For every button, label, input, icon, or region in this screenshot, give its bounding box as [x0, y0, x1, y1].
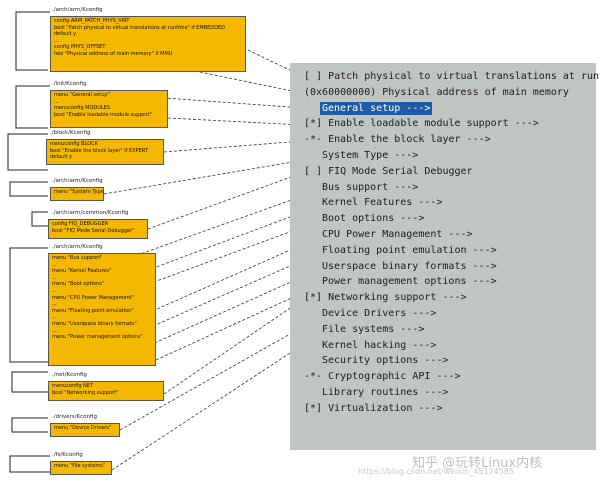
snippet-line: ...	[54, 98, 59, 105]
snippet-line: menu "Userspace binary formats"	[52, 320, 137, 327]
snippet-line: config PHYS_OFFSET	[54, 44, 106, 51]
snippet-line: menuconfig NET	[52, 383, 94, 389]
file-path: ./arch/arm/Kconfig	[52, 7, 103, 13]
watermark: 知乎 @玩转Linux内核	[412, 452, 542, 471]
menu-item[interactable]: -*- Cryptographic API --->	[304, 371, 461, 383]
snippet-line: ...	[52, 327, 57, 334]
menu-item[interactable]: Device Drivers --->	[322, 308, 437, 319]
arrow-kernel-features	[123, 204, 323, 280]
menu-item[interactable]: CPU Power Management --->	[322, 229, 473, 240]
arrow-block	[163, 138, 303, 153]
menu-item[interactable]: Library routines --->	[322, 387, 449, 398]
snippet-line: hex "Physical address of main memory" if…	[54, 50, 173, 57]
menu-item[interactable]: -*- Enable the block layer --->	[304, 134, 491, 146]
kconfig-snippet: menuconfig BLOCK bool "Enable the block …	[46, 139, 164, 165]
bracket-line-init	[15, 85, 50, 129]
menu-item[interactable]: [*] Enable loadable module support --->	[304, 118, 539, 130]
menu-item[interactable]: Bus support --->	[322, 181, 419, 193]
snippet-line: menu "General setup"	[54, 92, 110, 98]
snippet-line: bool "Networking support"	[52, 389, 119, 396]
watermark-url: https://blog.csdn.net/weixin_45124585	[358, 467, 515, 476]
menu-item[interactable]: Floating point emulation --->	[322, 244, 497, 256]
snippet-line: menu "CPU Power Management"	[52, 294, 134, 301]
kconfig-snippet: menu "Device Drivers"	[50, 423, 120, 437]
file-path: ./init/Kconfig	[52, 81, 87, 87]
snippet-line: menu "System Type"	[54, 189, 104, 195]
bracket-line-block	[7, 133, 48, 171]
snippet-line: menu "File systems"	[54, 463, 106, 469]
arrow-device-drivers	[119, 315, 323, 431]
menuconfig-panel	[290, 63, 596, 450]
menu-item[interactable]: Kernel Features --->	[322, 197, 443, 209]
menu-item[interactable]: Userspace binary formats --->	[322, 260, 497, 272]
snippet-line: bool "Enable the block layer" if EXPERT	[50, 147, 148, 154]
menu-item[interactable]: [*] Virtualization --->	[304, 402, 443, 414]
snippet-line: bool "FIQ Mode Serial Debugger"	[52, 227, 135, 234]
snippet-line: default y	[50, 154, 73, 161]
arrow-networking	[163, 299, 303, 395]
file-path: ./arch/arm/Kconfig	[52, 178, 103, 184]
file-path: ./drivers/Kconfig	[52, 414, 97, 420]
menu-item[interactable]: Boot options --->	[322, 213, 425, 225]
kconfig-snippet: menu "System Type"	[50, 187, 104, 201]
arrow-system-type	[103, 155, 323, 195]
snippet-line: menuconfig MODULES	[54, 105, 111, 112]
snippet-line: ...	[52, 301, 57, 308]
snippet-line: menuconfig BLOCK	[50, 141, 98, 147]
snippet-line: ...	[52, 314, 57, 321]
menu-item[interactable]: General setup --->	[320, 101, 433, 115]
arrow-file-systems	[111, 331, 323, 471]
bracket-line-net	[11, 371, 48, 393]
snippet-line: ...	[54, 37, 59, 44]
menu-item[interactable]: [*] Networking support --->	[304, 292, 467, 304]
menu-item[interactable]: Security options --->	[322, 355, 449, 367]
snippet-line: menu "Kernel Features"	[52, 268, 112, 275]
snippet-line: config FIQ_DEBUGGER	[52, 221, 109, 227]
snippet-line: bool "Enable loadable module support"	[54, 111, 152, 118]
kconfig-snippet: config FIQ_DEBUGGER bool "FIQ Mode Seria…	[48, 219, 148, 239]
arrow-cpu-pm	[147, 235, 323, 314]
menu-item[interactable]: [ ] Patch physical to virtual translatio…	[304, 71, 600, 82]
bracket-line-arch-top	[15, 11, 50, 71]
menu-item[interactable]: (0x60000000) Physical address of main me…	[304, 86, 569, 98]
snippet-line: ...	[52, 261, 57, 268]
snippet-line: menu "Power management options"	[52, 334, 143, 341]
file-path: ./arch/arm/common/Kconfig	[52, 210, 129, 216]
snippet-line: menu "Bus support"	[52, 255, 103, 261]
bracket-line-fs	[9, 455, 50, 473]
snippet-line: ...	[52, 287, 57, 294]
snippet-line: menu "Floating point emulation"	[52, 307, 134, 314]
kconfig-snippet: config ARM_PATCH_PHYS_VIRT bool "Patch p…	[50, 16, 246, 72]
file-path: ./fs/Kconfig	[52, 452, 83, 458]
kconfig-snippet: menu "File systems"	[50, 461, 112, 475]
kconfig-snippet: menu "General setup" ... menuconfig MODU…	[50, 90, 168, 128]
bracket-line-systype	[9, 181, 48, 197]
bracket-line-fiq	[31, 211, 48, 227]
menu-item[interactable]: [ ] FIQ Mode Serial Debugger	[304, 165, 473, 177]
watermark-text: 知乎 @玩转Linux内核	[412, 456, 543, 471]
arrow-modules	[167, 117, 303, 128]
bracket-line-arch-menus	[9, 247, 48, 363]
kconfig-snippet: menuconfig NET bool "Networking support"	[48, 381, 164, 401]
menu-item[interactable]: System Type --->	[322, 150, 419, 161]
snippet-line: config ARM_PATCH_PHYS_VIRT	[54, 18, 130, 24]
arrow-fiq	[147, 172, 303, 230]
menu-item[interactable]: Kernel hacking --->	[322, 339, 437, 351]
arrow-phys-offset	[189, 69, 303, 95]
kconfig-snippet: menu "Bus support" ... menu "Kernel Feat…	[48, 253, 156, 366]
snippet-line: ...	[52, 274, 57, 281]
file-path: ./net/Kconfig	[52, 372, 87, 378]
file-path: ./arch/arm/Kconfig	[52, 244, 103, 250]
snippet-line: menu "Device Drivers"	[54, 425, 112, 431]
file-path: ./block/Kconfig	[50, 130, 91, 136]
snippet-line: default y	[54, 31, 77, 38]
snippet-line: bool "Patch physical to virtual translat…	[54, 24, 225, 31]
menu-item[interactable]: Power management options --->	[322, 276, 497, 288]
arrow-bus-support	[117, 188, 323, 263]
menu-item[interactable]: File systems --->	[322, 323, 425, 335]
snippet-line: menu "Boot options"	[52, 281, 104, 288]
bracket-line-drivers	[11, 417, 48, 433]
